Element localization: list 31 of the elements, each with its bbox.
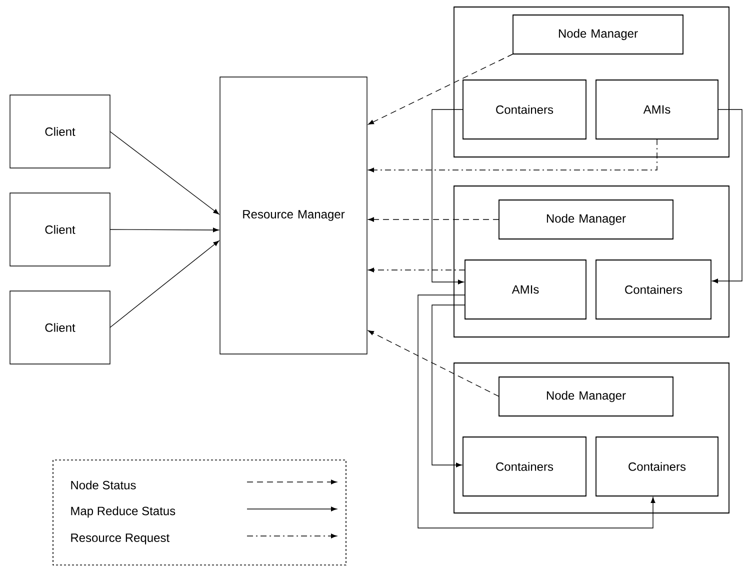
arrow: [432, 304, 466, 468]
arrow: [368, 54, 514, 125]
process-box: Containers: [462, 80, 586, 140]
process-box: Containers: [596, 260, 712, 320]
process-box: Client: [10, 290, 110, 364]
process-box: Containers: [596, 436, 718, 496]
arrow: [110, 228, 219, 232]
process-box: AMIs: [464, 260, 586, 320]
arrow: [110, 240, 220, 328]
process-box: Node Manager: [512, 14, 684, 54]
arrow: [712, 109, 742, 284]
arrow: [110, 131, 220, 214]
arrow: [418, 294, 656, 528]
legend-label: Map Reduce Status: [71, 506, 176, 518]
process-box: Client: [10, 94, 110, 168]
arrow: [368, 138, 658, 172]
process-box: AMIs: [596, 80, 718, 140]
node-frame: [454, 362, 730, 514]
arrow: [368, 330, 500, 397]
process-box: Containers: [462, 436, 586, 496]
node-frame: [454, 186, 730, 338]
arrow: [432, 109, 464, 284]
arrow: [368, 217, 500, 222]
process-box: Node Manager: [498, 200, 674, 240]
node-frame: [454, 6, 730, 158]
legend-label: Resource Request: [71, 534, 170, 544]
process-box: Node Manager: [498, 376, 674, 416]
process-box: Client: [10, 192, 110, 266]
legend-label: Node Status: [71, 480, 136, 490]
process-box: Resource Manager: [220, 76, 368, 354]
arrow: [368, 268, 466, 272]
